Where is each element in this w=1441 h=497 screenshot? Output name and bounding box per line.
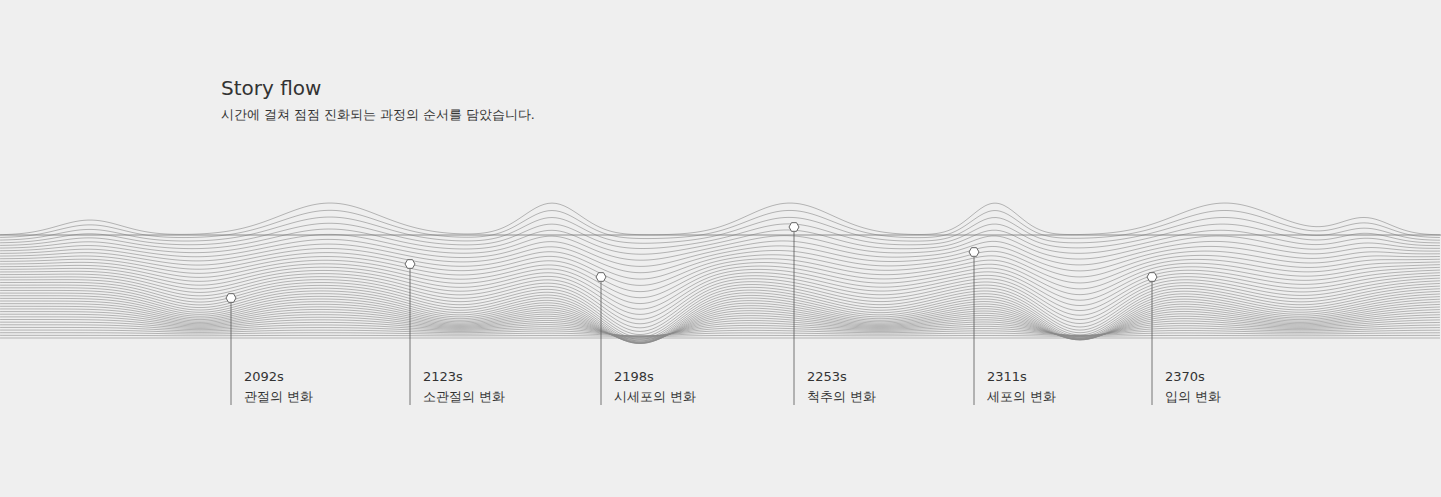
wave-line bbox=[0, 264, 1440, 304]
leader-line bbox=[794, 232, 795, 405]
leader-line bbox=[1152, 282, 1153, 405]
wave-line bbox=[0, 244, 1440, 273]
year-label: 2253s bbox=[807, 367, 847, 387]
wave-line bbox=[0, 234, 1440, 260]
wave-line bbox=[0, 217, 1440, 243]
wave-line bbox=[0, 322, 1440, 338]
hex-marker bbox=[226, 294, 236, 303]
wave-line bbox=[0, 260, 1440, 297]
base-line bbox=[0, 235, 1441, 236]
wave-line bbox=[0, 312, 1440, 342]
wave-line bbox=[0, 267, 1440, 309]
wave-line bbox=[0, 298, 1440, 343]
stage-label: 세포의 변화 bbox=[987, 387, 1056, 407]
wave-line bbox=[0, 293, 1440, 341]
stage-label: 관절의 변화 bbox=[244, 387, 313, 407]
wave-line bbox=[0, 301, 1440, 343]
wave-line bbox=[0, 320, 1440, 339]
leader-line bbox=[601, 282, 602, 405]
wave-line bbox=[0, 288, 1440, 337]
wave-line bbox=[0, 285, 1440, 334]
hex-marker bbox=[405, 260, 415, 269]
leader-line bbox=[974, 257, 975, 405]
wave-line bbox=[0, 304, 1440, 344]
wave-line bbox=[0, 203, 1440, 235]
stage-label: 시세포의 변화 bbox=[614, 387, 696, 407]
hex-marker bbox=[1147, 273, 1157, 282]
wave-line bbox=[0, 333, 1440, 336]
leader-line bbox=[231, 303, 232, 405]
wave-line bbox=[0, 210, 1440, 238]
wave-line bbox=[0, 270, 1440, 314]
year-label: 2092s bbox=[244, 367, 284, 387]
caption: 시간에 걸쳐 점점 진화되는 과정의 순서를 담았습니다. bbox=[221, 107, 535, 124]
year-label: 2198s bbox=[614, 367, 654, 387]
wave-line bbox=[0, 335, 1440, 336]
wave-line bbox=[0, 306, 1440, 343]
wave-line bbox=[0, 338, 1440, 339]
wave-line bbox=[0, 296, 1440, 343]
leader-line bbox=[410, 269, 411, 405]
wave-line bbox=[0, 327, 1440, 336]
wave-line bbox=[0, 282, 1440, 331]
stage-label: 척추의 변화 bbox=[807, 387, 876, 407]
stage-label: 입의 변화 bbox=[1165, 387, 1221, 407]
wave-line bbox=[0, 248, 1440, 279]
year-label: 2123s bbox=[423, 367, 463, 387]
year-label: 2370s bbox=[1165, 367, 1205, 387]
wave-line bbox=[0, 253, 1440, 286]
hex-marker bbox=[969, 248, 979, 257]
title: Story flow bbox=[221, 76, 321, 100]
hex-marker bbox=[789, 223, 799, 232]
wave-line bbox=[0, 309, 1440, 343]
hex-marker bbox=[596, 273, 606, 282]
stage-label: 소관절의 변화 bbox=[423, 387, 505, 407]
wave-line bbox=[0, 280, 1440, 328]
wave-line bbox=[0, 257, 1440, 292]
year-label: 2311s bbox=[987, 367, 1027, 387]
